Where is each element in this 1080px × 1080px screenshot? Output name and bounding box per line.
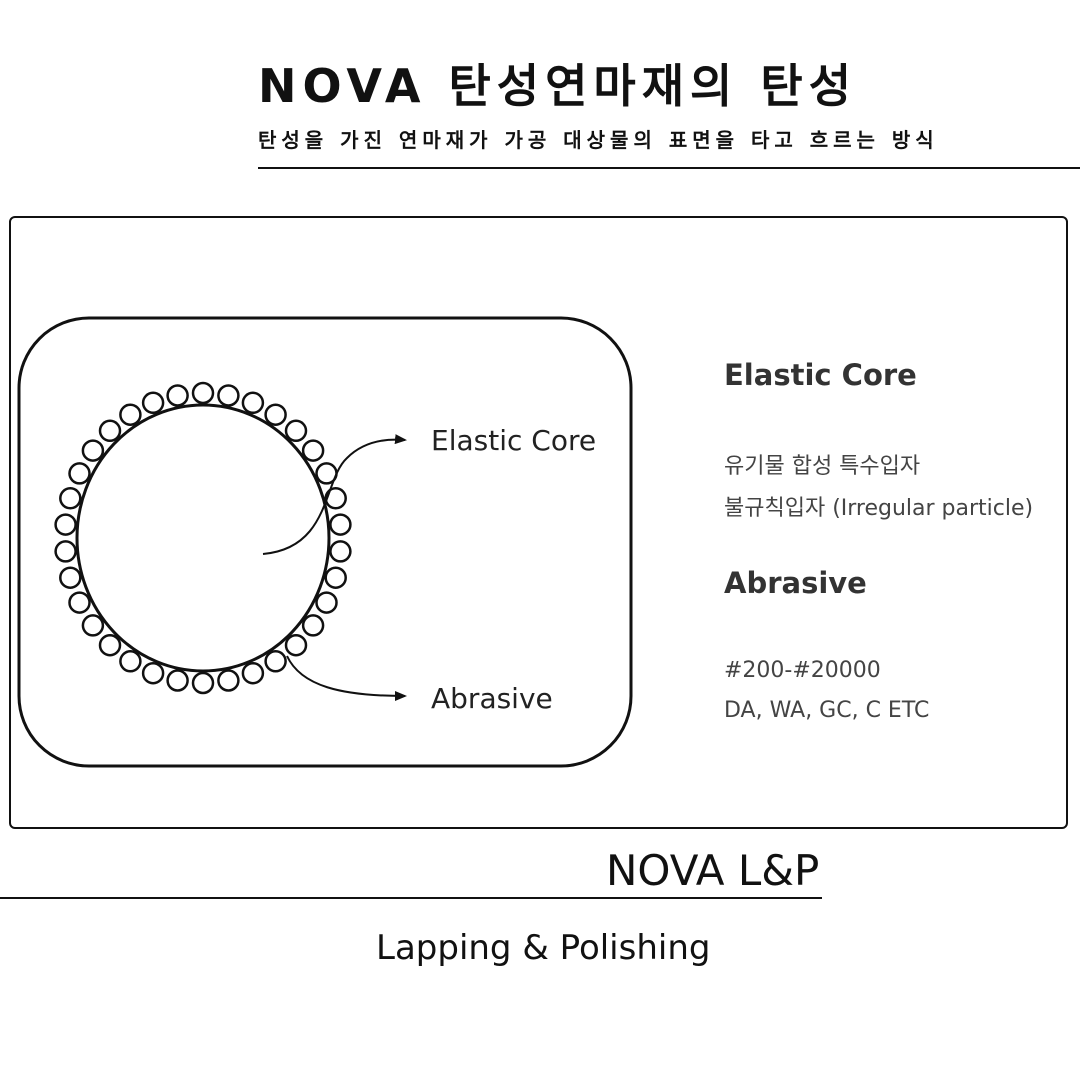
particle-diagram: Elastic Core Abrasive [17,316,633,768]
page-title: NOVA 탄성연마재의 탄성 [258,59,858,113]
abrasive-particle [166,669,189,692]
elastic-core-label: Elastic Core [431,424,596,457]
abrasive-particle [98,419,122,443]
abrasive-particle [264,403,287,426]
abrasive-particle [284,419,308,443]
abrasive-particle [241,661,265,685]
brand-name: NOVA L&P [606,846,820,895]
abrasive-particle [141,661,165,685]
brand-tagline: Lapping & Polishing [376,928,711,968]
abrasive-particle [166,384,189,407]
legend-abrasive-line: #200-#20000 [724,658,881,683]
abrasive-particle [217,384,240,407]
header-divider [258,167,1080,169]
abrasive-particle [54,540,77,563]
abrasive-particle [119,650,142,673]
abrasive-particle [191,671,215,695]
elastic-core-shape [75,403,331,673]
abrasive-particle [241,391,265,415]
abrasive-particle [217,669,240,692]
page-subtitle: 탄성을 가진 연마재가 가공 대상물의 표면을 타고 흐르는 방식 [258,128,939,152]
abrasive-particle [68,591,91,614]
abrasive-particle [59,566,82,589]
legend-elastic-core-line: 유기물 합성 특수입자 [724,454,921,479]
abrasive-particle [98,633,122,657]
abrasive-particle [284,633,308,657]
abrasive-particle [81,439,105,462]
abrasive-particle [324,566,347,589]
abrasive-particle [329,540,352,563]
abrasive-particle [329,513,352,536]
inner-frame [17,316,633,768]
abrasive-particle [315,591,338,614]
abrasive-arrow [286,655,407,701]
abrasive-particle [59,487,82,510]
abrasive-particle [301,614,325,637]
abrasive-particle [191,381,215,405]
abrasive-particle [264,650,287,673]
abrasive-particle [119,403,142,426]
legend-abrasive-line: DA, WA, GC, C ETC [724,698,930,723]
abrasive-particle [324,487,347,510]
legend-abrasive-heading: Abrasive [724,566,867,600]
abrasive-particle [54,513,77,536]
legend-elastic-core-heading: Elastic Core [724,358,917,392]
diagram-panel: Elastic Core Abrasive Elastic Core 유기물 합… [9,216,1068,829]
abrasive-particle [301,439,325,462]
abrasive-particle [81,614,105,637]
footer-divider [0,897,822,899]
abrasive-particle [68,462,91,485]
abrasive-label: Abrasive [431,682,553,715]
elastic-core-arrow [262,434,407,555]
abrasive-particle [141,391,165,415]
legend-elastic-core-line: 불규칙입자 (Irregular particle) [724,496,1034,521]
abrasive-particles [54,381,352,695]
